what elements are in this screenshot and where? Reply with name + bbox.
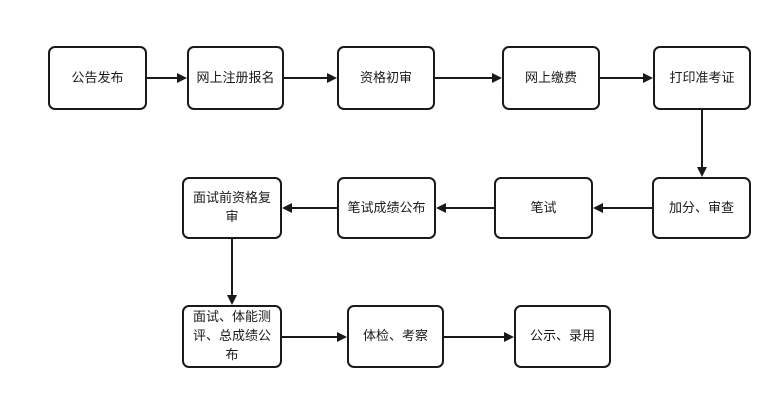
arrow-bonus-review-to-written-exam bbox=[593, 203, 652, 213]
arrow-initial-review-to-payment bbox=[435, 73, 502, 83]
arrow-head-down-icon bbox=[697, 167, 707, 177]
arrow-shaft bbox=[435, 77, 493, 79]
node-interview-fitness-total-results: 面试、体能测 评、总成绩公 布 bbox=[182, 305, 282, 368]
arrow-shaft bbox=[445, 207, 494, 209]
arrow-head-down-icon bbox=[227, 295, 237, 305]
arrow-shaft bbox=[602, 207, 652, 209]
arrow-registration-to-initial-review bbox=[284, 73, 337, 83]
arrow-print-ticket-to-bonus-review bbox=[697, 110, 707, 177]
arrow-head-left-icon bbox=[282, 203, 292, 213]
arrow-head-right-icon bbox=[327, 73, 337, 83]
arrow-written-exam-to-results bbox=[436, 203, 494, 213]
arrow-head-left-icon bbox=[436, 203, 446, 213]
arrow-head-right-icon bbox=[504, 332, 514, 342]
arrow-head-right-icon bbox=[492, 73, 502, 83]
node-written-exam: 笔试 bbox=[494, 177, 593, 239]
arrow-recheck-to-interview-results bbox=[227, 239, 237, 305]
arrow-shaft bbox=[282, 336, 338, 338]
node-medical-check-inspection: 体检、考察 bbox=[347, 305, 444, 368]
arrow-head-right-icon bbox=[177, 73, 187, 83]
arrow-interview-results-to-medical-check bbox=[282, 332, 347, 342]
arrow-shaft bbox=[284, 77, 328, 79]
arrow-shaft bbox=[600, 77, 644, 79]
node-public-notice-employment: 公示、录用 bbox=[514, 305, 611, 368]
arrow-shaft bbox=[444, 336, 505, 338]
arrow-shaft bbox=[291, 207, 337, 209]
node-pre-interview-qualification-recheck: 面试前资格复 审 bbox=[182, 177, 282, 239]
node-qualification-initial-review: 资格初审 bbox=[337, 46, 435, 110]
arrow-shaft bbox=[701, 110, 703, 168]
arrow-head-right-icon bbox=[643, 73, 653, 83]
node-online-payment: 网上缴费 bbox=[502, 46, 600, 110]
arrow-head-right-icon bbox=[337, 332, 347, 342]
arrow-shaft bbox=[231, 239, 233, 296]
node-print-admission-ticket: 打印准考证 bbox=[653, 46, 751, 110]
arrow-medical-check-to-public-notice bbox=[444, 332, 514, 342]
arrow-results-to-recheck bbox=[282, 203, 337, 213]
node-announcement-release: 公告发布 bbox=[48, 46, 147, 110]
arrow-shaft bbox=[147, 77, 178, 79]
arrow-head-left-icon bbox=[593, 203, 603, 213]
node-written-exam-results: 笔试成绩公布 bbox=[337, 177, 436, 239]
node-online-registration: 网上注册报名 bbox=[187, 46, 284, 110]
node-bonus-points-review: 加分、审查 bbox=[652, 177, 751, 239]
arrow-payment-to-print-ticket bbox=[600, 73, 653, 83]
arrow-announcement-to-registration bbox=[147, 73, 187, 83]
